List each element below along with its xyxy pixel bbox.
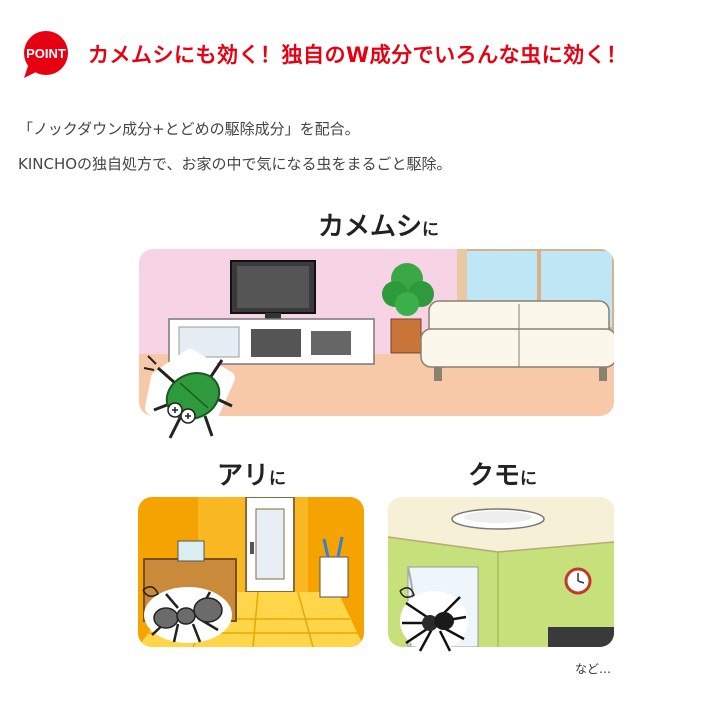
kamemushi-label-name: カメムシ: [318, 212, 423, 242]
headline: カメムシにも効く！独自のW成分でいろんな虫に効く！: [88, 43, 628, 67]
ant-icon: [138, 580, 233, 654]
kamemushi-label: カメムシに: [318, 206, 439, 243]
ari-label: アリに: [217, 455, 286, 492]
stink-bug-icon: [140, 338, 240, 452]
description-line-1: 「ノックダウン成分+とどめの駆除成分」を配合。: [18, 120, 360, 138]
kumo-label-name: クモ: [468, 461, 521, 491]
description-line-2: KINCHOの独自処方で、お家の中で気になる虫をまるごと駆除。: [18, 155, 452, 173]
spider-icon: [396, 583, 471, 659]
kamemushi-label-suffix: に: [422, 220, 440, 240]
point-badge: POINT: [18, 30, 76, 80]
point-badge-text: POINT: [26, 46, 66, 61]
room-corner-illustration: [388, 497, 614, 647]
kumo-label-suffix: に: [520, 469, 538, 489]
footnote: など…: [575, 662, 612, 676]
kumo-label: クモに: [468, 455, 537, 492]
ari-label-suffix: に: [269, 469, 287, 489]
ari-label-name: アリ: [217, 461, 270, 491]
